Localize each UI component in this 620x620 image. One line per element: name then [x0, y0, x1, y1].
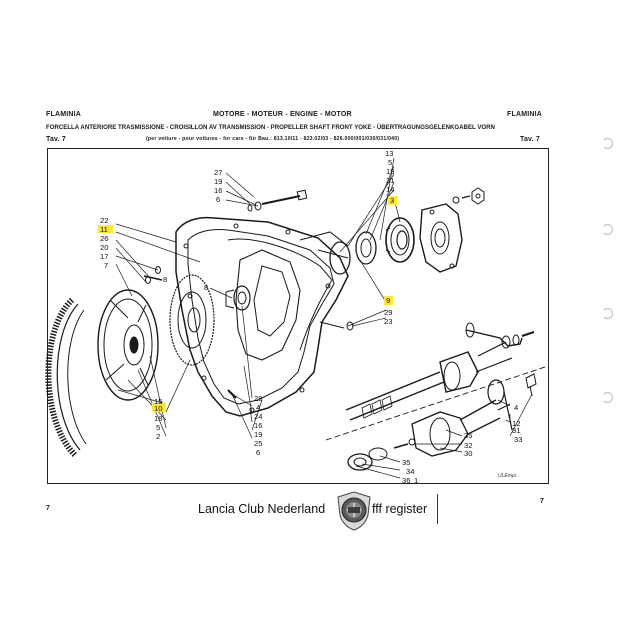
callout: 23: [384, 317, 392, 326]
draftsman-signature: ULEmpi.: [498, 473, 518, 479]
callout: 29: [384, 308, 392, 317]
table-number-right: Tav. 7: [520, 136, 541, 143]
table-number-left: Tav. 7: [46, 136, 67, 143]
nut-washer: [452, 187, 485, 205]
highlight-10: [152, 403, 166, 412]
callout: 2: [156, 432, 160, 441]
callout: 5: [156, 423, 160, 432]
highlight-9: [384, 296, 393, 305]
callout: 19: [254, 430, 262, 439]
callout: 12: [512, 419, 520, 428]
callout: 32: [464, 441, 472, 450]
callout: 27: [214, 168, 222, 177]
callout: 28: [254, 394, 262, 403]
page-number-right: 7: [540, 498, 544, 505]
highlight-3: [388, 196, 397, 205]
drive-pinion-assembly: [465, 322, 535, 349]
nut: [155, 266, 161, 274]
callout: 17: [100, 252, 108, 261]
needle-bearing: [347, 438, 416, 471]
inset-boundary: [325, 365, 549, 441]
callout-numbers: 27 19 16 6 13 5 19 21 14 3 22 11 26 20 1…: [100, 149, 522, 485]
callout: 19: [386, 167, 394, 176]
register-label: fff register: [372, 502, 428, 516]
callout: 6: [256, 448, 260, 457]
callout: 19: [214, 177, 222, 186]
callout: 4: [514, 403, 518, 412]
grease-nipple: [525, 373, 537, 397]
callout: 10: [154, 404, 162, 413]
callout: 33: [514, 435, 522, 444]
screw-shank: [319, 321, 345, 329]
callout: 8: [204, 283, 208, 292]
callout: 4: [256, 403, 260, 412]
section-title: MOTORE - MOTEUR - ENGINE - MOTOR: [213, 111, 352, 118]
lower-yoke-assembly: [411, 379, 513, 457]
callout: 36: [402, 476, 410, 485]
punch-hole: [602, 138, 613, 149]
callout: 16: [214, 186, 222, 195]
callout: 35: [464, 431, 472, 440]
callout: 9: [386, 296, 390, 305]
callout: 30: [464, 449, 472, 458]
propeller-shaft-front-yoke: [345, 341, 513, 421]
callout: 22: [100, 216, 108, 225]
callout: 7: [104, 261, 108, 270]
callout: 11: [100, 225, 108, 234]
callout: 14: [386, 185, 394, 194]
lancia-shield-logo-icon: [337, 491, 371, 531]
release-bearing: [225, 285, 251, 311]
clutch-pressure-plate: [97, 289, 159, 401]
model-name-left: FLAMINIA: [46, 111, 82, 118]
callout: 6: [216, 195, 220, 204]
model-name-right: FLAMINIA: [507, 111, 543, 118]
callout: 13: [385, 149, 393, 158]
part-title: FORCELLA ANTERIORE TRASMISSIONE - CROISI…: [46, 124, 495, 131]
flywheel: [45, 297, 87, 458]
callout: 34: [406, 467, 414, 476]
page-number-left: 7: [46, 505, 50, 512]
callout: 31: [512, 426, 520, 435]
highlight-11: [98, 225, 113, 233]
punch-hole: [602, 224, 613, 235]
callout: 1: [414, 476, 418, 485]
seal-ring: [355, 231, 377, 265]
callout: 3: [390, 196, 394, 205]
ball-bearing: [385, 217, 415, 263]
callout: 20: [100, 243, 108, 252]
punch-hole: [602, 308, 613, 319]
club-name: Lancia Club Nederland: [198, 502, 326, 516]
callout: 25: [254, 439, 262, 448]
leader-lines: [115, 157, 533, 479]
callout: 35: [402, 458, 410, 467]
circlip: [329, 241, 351, 275]
callout: 15: [154, 397, 162, 406]
bearing-cover-flange: [419, 203, 463, 273]
callout: 26: [100, 234, 108, 243]
clutch-disc: [169, 274, 215, 366]
callout: 5: [388, 158, 392, 167]
callout: 8: [163, 275, 167, 284]
punch-hole: [602, 392, 613, 403]
washer: [145, 276, 151, 284]
bolt: [247, 189, 308, 212]
callout: 24: [254, 412, 262, 421]
divider: [437, 494, 438, 524]
bell-housing: [175, 216, 349, 417]
callout: 16: [254, 421, 262, 430]
diagram-frame: [47, 148, 549, 484]
applicability-note: (per vetture - pour voitures - for cars …: [146, 136, 400, 142]
callout: 21: [386, 176, 394, 185]
callout: 18: [154, 414, 162, 423]
